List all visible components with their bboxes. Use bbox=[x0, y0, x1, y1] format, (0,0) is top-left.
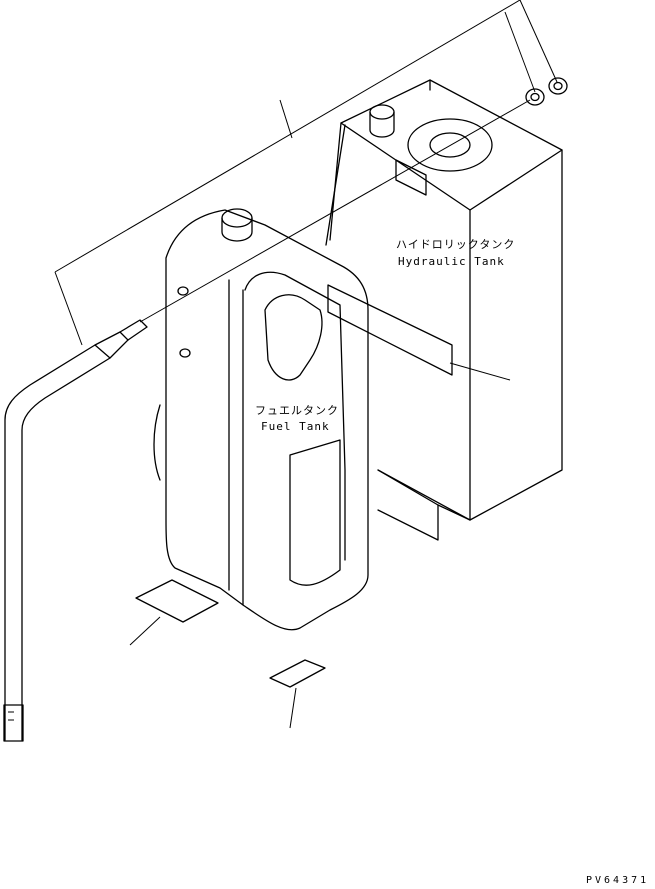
flange-plate bbox=[407, 118, 493, 172]
hydraulic-tank-label-ja: ハイドロリックタンク bbox=[396, 238, 516, 251]
bracket bbox=[377, 469, 471, 541]
fuel-hose bbox=[3, 319, 148, 742]
fuel-tank-label-ja: フュエルタンク bbox=[255, 404, 339, 417]
nut-1 bbox=[525, 88, 545, 106]
hose-clip bbox=[3, 704, 24, 742]
hydraulic-tank bbox=[325, 79, 563, 521]
leader-lines bbox=[54, 0, 558, 729]
nut-2 bbox=[548, 77, 568, 95]
pad-2 bbox=[269, 659, 326, 688]
mounting-tab bbox=[395, 159, 427, 196]
fuel-tank-label-en: Fuel Tank bbox=[261, 420, 330, 433]
breather-cap bbox=[369, 104, 395, 120]
hydraulic-tank-label-en: Hydraulic Tank bbox=[398, 255, 505, 268]
drawing-code: PV64371 bbox=[586, 875, 650, 886]
level-strip bbox=[327, 284, 453, 376]
nuts bbox=[525, 77, 568, 106]
fuel-tank bbox=[153, 208, 369, 631]
pad-1 bbox=[135, 579, 219, 623]
hose-fitting bbox=[94, 331, 129, 359]
pads bbox=[135, 579, 326, 688]
